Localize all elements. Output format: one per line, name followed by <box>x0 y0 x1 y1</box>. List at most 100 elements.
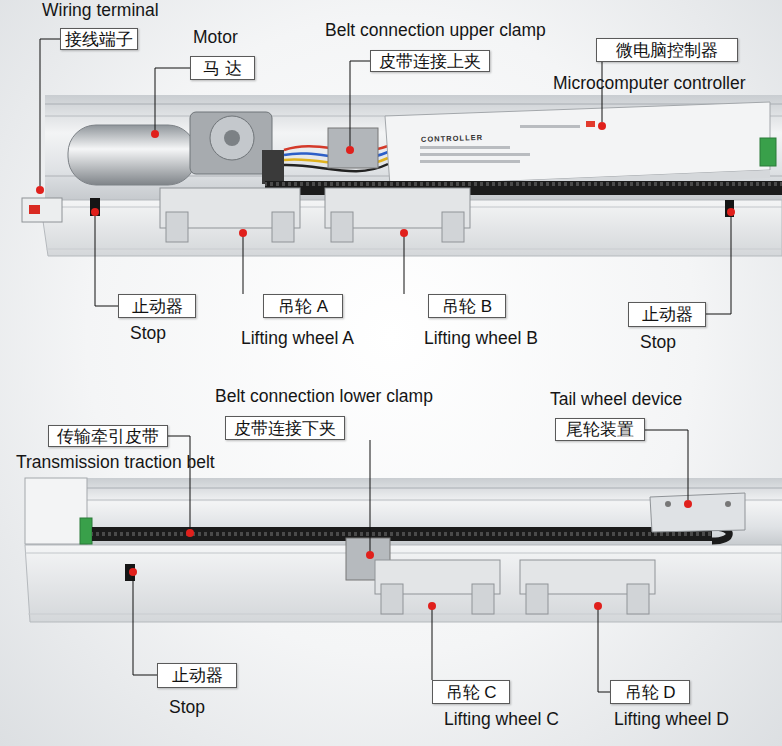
leader-line <box>133 572 157 675</box>
leader-line <box>168 436 190 530</box>
upper-clamp <box>328 128 378 168</box>
rail-lip <box>25 553 782 554</box>
callout-caption: Wiring terminal <box>42 0 159 20</box>
callout-box: 吊轮 CLifting wheel C <box>432 680 510 704</box>
callout-dot <box>186 529 194 537</box>
callout-box: 传输牵引皮带Transmission traction belt <box>48 425 168 447</box>
hanger-tab <box>442 212 464 242</box>
leader-line <box>40 39 60 186</box>
callout-text: 皮带连接下夹 <box>234 420 336 437</box>
rail-groove <box>45 104 782 105</box>
callout-caption: Tail wheel device <box>550 389 682 409</box>
leader-line <box>370 440 371 552</box>
leader-line <box>350 61 370 146</box>
callout-caption: Stop <box>130 323 166 343</box>
callout-dot <box>400 229 408 237</box>
stop-block <box>90 198 100 216</box>
callout-box: 止动器Stop <box>118 294 196 318</box>
callout-caption: Lifting wheel A <box>241 328 354 348</box>
callout-caption: Microcomputer controller <box>553 73 746 93</box>
leader-line <box>243 233 244 294</box>
callout-dot <box>594 602 602 610</box>
gear-cover <box>210 116 254 160</box>
leader-line <box>404 233 405 294</box>
hanger-tab <box>627 584 649 614</box>
callout-text: 尾轮装置 <box>566 421 634 438</box>
controller-print <box>420 146 510 149</box>
callout-text: 止动器 <box>172 667 223 684</box>
callout-box: 吊轮 BLifting wheel B <box>428 294 506 318</box>
callout-box: 微电脑控制器Microcomputer controller <box>596 38 738 62</box>
callout-box: Motor马 达 <box>190 56 255 80</box>
callout-dot <box>346 146 354 154</box>
leader-line <box>598 606 610 692</box>
terminal-block <box>760 138 776 166</box>
rail-body <box>45 95 782 203</box>
callout-dot <box>151 130 159 138</box>
leader-line <box>432 606 433 680</box>
callout-text: 微电脑控制器 <box>616 42 718 59</box>
rail-lip <box>46 249 782 250</box>
callout-dot <box>91 208 99 216</box>
controller-end <box>25 478 87 544</box>
drive-pulley <box>262 150 284 184</box>
leader-line <box>155 68 190 130</box>
callout-box: 吊轮 ALifting wheel A <box>263 294 343 318</box>
hanger-tab <box>526 584 548 614</box>
leader-line <box>706 212 731 314</box>
terminal-block <box>80 518 92 544</box>
callout-box: Belt connection lower clamp皮带连接下夹 <box>225 416 345 440</box>
callout-caption: Lifting wheel B <box>424 328 538 348</box>
drive-belt <box>92 527 712 541</box>
callout-text: 止动器 <box>132 298 183 315</box>
callout-text: 皮带连接上夹 <box>379 53 481 70</box>
callout-caption: Stop <box>169 697 205 717</box>
bolt <box>665 501 671 507</box>
rail-lip <box>28 614 782 615</box>
controller-print <box>520 125 580 128</box>
leader-line <box>95 212 118 306</box>
hanger-tab <box>331 212 353 242</box>
callout-text: 吊轮 B <box>442 298 492 315</box>
callout-text: 吊轮 D <box>625 684 676 701</box>
rail-body <box>25 478 782 548</box>
hanger-tab <box>472 584 494 614</box>
callout-box: 吊轮 DLifting wheel D <box>610 680 690 704</box>
hanger-tab <box>272 212 294 242</box>
callout-caption: Lifting wheel C <box>444 709 559 729</box>
callout-text: 吊轮 A <box>278 298 328 315</box>
callout-text: 吊轮 C <box>446 684 497 701</box>
leader-lines <box>40 39 731 692</box>
upper-rail <box>40 95 782 256</box>
callout-caption: Belt connection upper clamp <box>325 20 546 40</box>
callout-text: 止动器 <box>642 306 693 323</box>
device-label: CONTROLLER <box>421 134 483 144</box>
callout-caption: Stop <box>640 332 676 352</box>
callout-caption: Transmission traction belt <box>16 452 215 472</box>
controller-print <box>420 153 530 156</box>
callout-text: 接线端子 <box>65 31 133 48</box>
callout-dot <box>239 229 247 237</box>
rail-front-face <box>25 545 782 622</box>
hanger-tab <box>166 212 188 242</box>
callout-dot <box>684 500 692 508</box>
callout-text: 传输牵引皮带 <box>57 428 159 445</box>
rail-groove <box>25 488 782 489</box>
power-switch <box>29 205 40 214</box>
callout-dot <box>366 551 374 559</box>
callout-dot <box>129 568 137 576</box>
gear-hub <box>224 130 240 146</box>
indicator <box>586 121 595 127</box>
lower-rail <box>25 478 782 622</box>
stop-block <box>725 200 734 217</box>
tail-wheel-bracket <box>650 493 745 532</box>
callout-box: Tail wheel device尾轮装置 <box>555 418 645 441</box>
leader-line <box>645 430 688 500</box>
bolt <box>725 501 731 507</box>
callout-dot <box>727 208 735 216</box>
callout-dot <box>598 122 606 130</box>
gearbox <box>190 112 272 174</box>
hanger-tab <box>381 584 403 614</box>
